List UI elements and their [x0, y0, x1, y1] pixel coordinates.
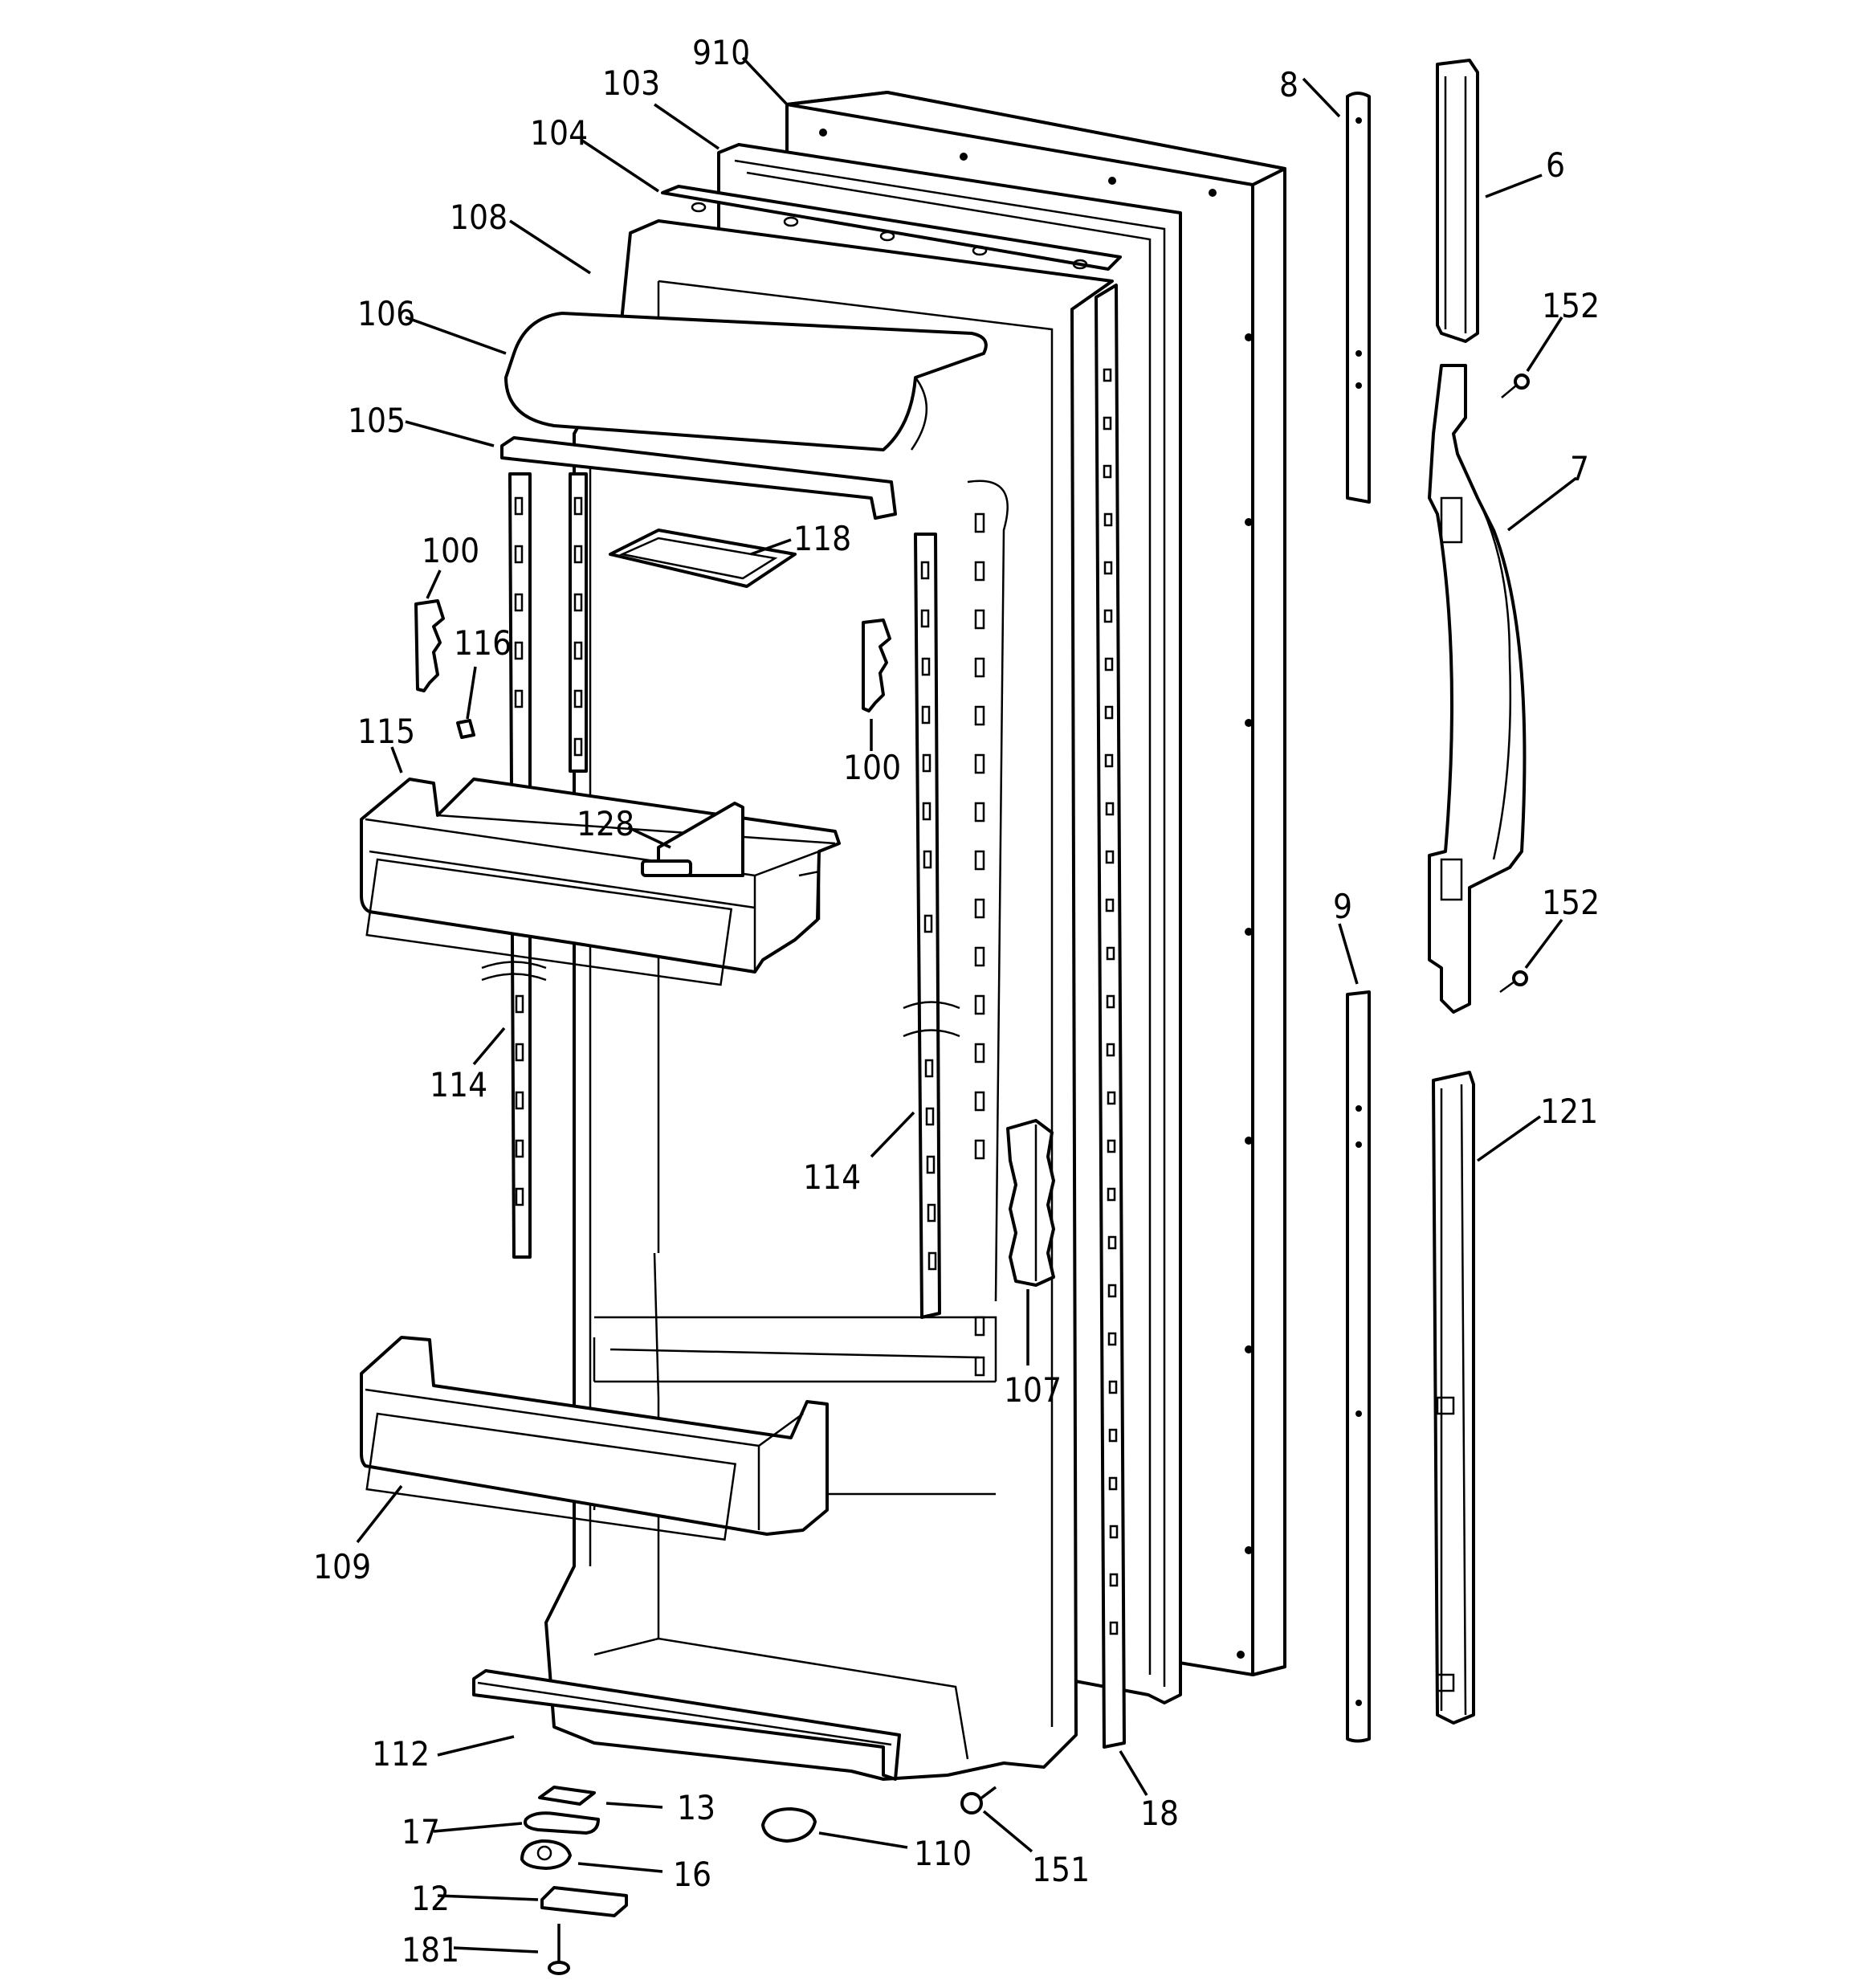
butter-tray: [609, 529, 797, 588]
label-100-right: 100: [843, 748, 901, 787]
outer-door-screw-holes: [819, 129, 1253, 1659]
shelf-clip-left: [414, 599, 445, 692]
leader-lines: [356, 56, 1578, 1953]
handle-trim-lower-9: [1346, 990, 1371, 1743]
label-105: 105: [348, 401, 406, 440]
bin-clip-small: [456, 719, 475, 739]
hinge-bracket-12: [540, 1886, 628, 1917]
label-8: 8: [1279, 65, 1298, 104]
label-112: 112: [372, 1734, 430, 1774]
wavy-door-insert: [1006, 1119, 1055, 1287]
label-6: 6: [1546, 145, 1565, 185]
label-13: 13: [677, 1788, 715, 1827]
label-152-lower: 152: [1542, 883, 1600, 922]
label-103: 103: [602, 63, 660, 103]
label-107: 107: [1004, 1370, 1062, 1410]
dairy-compartment-door: [504, 312, 988, 451]
hinge-screw-181: [548, 1924, 570, 1975]
handle-cover-121: [1432, 1071, 1475, 1725]
label-128: 128: [577, 804, 634, 843]
rail-break-marks: [481, 961, 960, 1038]
label-16: 16: [673, 1855, 711, 1894]
screw-152-upper: [1501, 374, 1530, 398]
top-cover-strip: [661, 185, 1122, 271]
label-108: 108: [450, 198, 508, 237]
label-116: 116: [454, 623, 512, 663]
label-12: 12: [411, 1879, 450, 1918]
label-114-left: 114: [430, 1065, 487, 1104]
screw-152-lower: [1499, 970, 1528, 994]
door-handle-7: [1428, 364, 1527, 1014]
hinge-cam-16: [520, 1839, 572, 1870]
plug-button-110: [761, 1807, 817, 1843]
handle-cap-6: [1436, 59, 1479, 343]
label-118: 118: [793, 519, 851, 558]
dairy-door-hinge-rail: [500, 436, 897, 520]
liner-slot-column-right: [974, 512, 985, 1377]
screw-151: [960, 1786, 997, 1815]
callout-labels: 910 103 104 108 106 105 100 118 116 115 …: [313, 33, 1600, 1970]
label-152-upper: 152: [1542, 286, 1600, 325]
label-9: 9: [1333, 887, 1352, 926]
shelf-clip-right: [862, 618, 891, 712]
label-121: 121: [1540, 1092, 1598, 1131]
label-18: 18: [1140, 1794, 1179, 1833]
label-104: 104: [530, 113, 588, 153]
label-115: 115: [357, 712, 415, 751]
label-910: 910: [692, 33, 750, 72]
label-110: 110: [914, 1834, 972, 1873]
label-7: 7: [1570, 449, 1589, 488]
label-151: 151: [1032, 1850, 1090, 1889]
shelf-support-rail-right: [914, 533, 941, 1319]
label-114-right: 114: [803, 1157, 861, 1197]
label-181: 181: [402, 1930, 459, 1970]
bin-divider: [641, 802, 744, 877]
label-106: 106: [357, 294, 415, 333]
hinge-shim-17: [524, 1811, 600, 1835]
inner-door-liner: [544, 219, 1114, 1781]
inner-liner-rail-slots-left: [569, 472, 588, 773]
label-17: 17: [402, 1812, 440, 1851]
handle-trim-upper-8: [1346, 92, 1371, 504]
lower-door-bin: [360, 1336, 829, 1541]
hinge-plate-13: [538, 1786, 596, 1806]
label-100-left: 100: [422, 531, 479, 570]
door-trim-strip: [1095, 284, 1126, 1749]
bottom-rail: [472, 1669, 901, 1781]
label-109: 109: [313, 1547, 371, 1586]
